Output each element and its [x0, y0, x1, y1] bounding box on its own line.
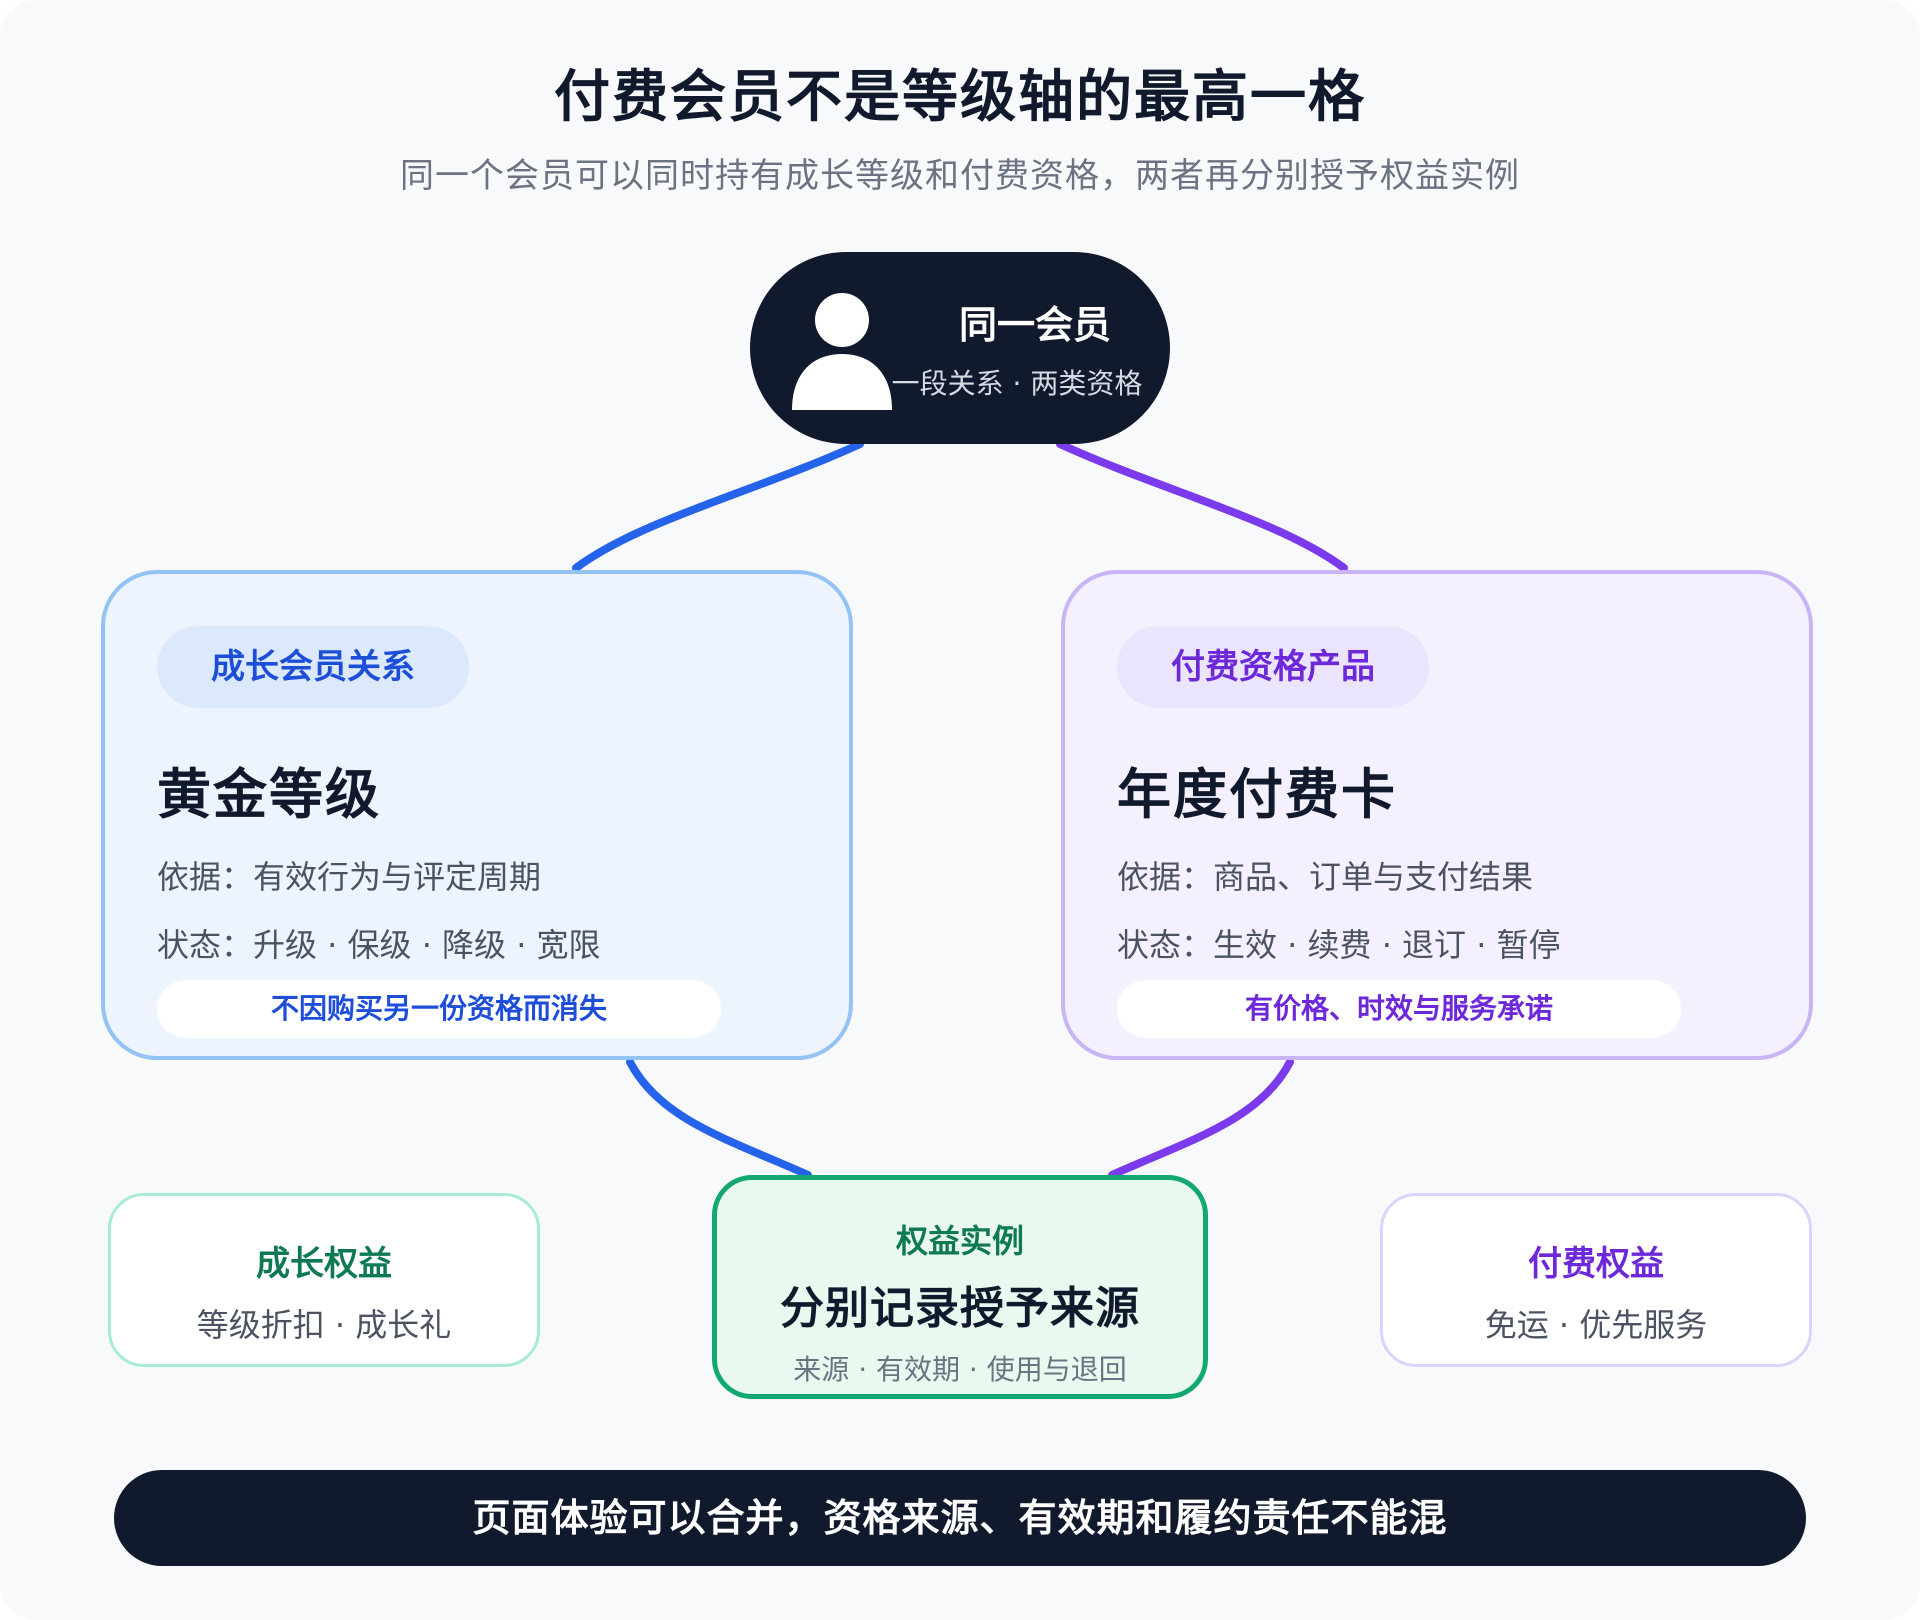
paid-card-note: 有价格、时效与服务承诺 — [1117, 980, 1681, 1038]
paid-benefits-items: 免运 · 优先服务 — [1484, 1306, 1708, 1344]
member-node: 同一会员 一段关系 · 两类资格 — [750, 252, 1170, 444]
member-subtitle: 一段关系 · 两类资格 — [891, 367, 1143, 400]
entitlement-tag: 权益实例 — [895, 1222, 1024, 1260]
growth-benefits-title: 成长权益 — [256, 1244, 392, 1284]
user-icon — [792, 293, 892, 410]
page-subtitle: 同一个会员可以同时持有成长等级和付费资格，两者再分别授予权益实例 — [400, 156, 1520, 196]
growth-card-note: 不因购买另一份资格而消失 — [157, 980, 721, 1038]
entitlement-title: 分别记录授予来源 — [780, 1283, 1140, 1334]
entitlement-subtitle: 来源 · 有效期 · 使用与退回 — [793, 1353, 1127, 1386]
connector-member-growth — [572, 440, 864, 572]
growth-card-title: 黄金等级 — [157, 763, 381, 826]
connector-growth-entitlement — [626, 1058, 812, 1179]
connector-paid-entitlement — [1108, 1058, 1294, 1179]
member-name: 同一会员 — [958, 303, 1111, 347]
growth-membership-card: 成长会员关系 黄金等级 依据：有效行为与评定周期 状态：升级 · 保级 · 降级… — [101, 570, 853, 1060]
paid-qualification-card: 付费资格产品 年度付费卡 依据：商品、订单与支付结果 状态：生效 · 续费 · … — [1061, 570, 1813, 1060]
growth-benefits-box: 成长权益 等级折扣 · 成长礼 — [108, 1193, 540, 1367]
paid-card-tag: 付费资格产品 — [1117, 626, 1429, 708]
paid-benefits-title: 付费权益 — [1528, 1244, 1664, 1284]
paid-card-basis: 依据：商品、订单与支付结果 — [1117, 858, 1534, 896]
growth-card-tag: 成长会员关系 — [157, 626, 469, 708]
growth-benefits-items: 等级折扣 · 成长礼 — [196, 1306, 452, 1344]
paid-benefits-box: 付费权益 免运 · 优先服务 — [1380, 1193, 1812, 1367]
footer-banner: 页面体验可以合并，资格来源、有效期和履约责任不能混 — [114, 1470, 1806, 1566]
entitlement-instance-box: 权益实例 分别记录授予来源 来源 · 有效期 · 使用与退回 — [712, 1175, 1208, 1399]
paid-card-status: 状态：生效 · 续费 · 退订 · 暂停 — [1117, 926, 1561, 964]
page-title: 付费会员不是等级轴的最高一格 — [554, 65, 1366, 130]
connector-member-paid — [1056, 440, 1348, 572]
paid-card-title: 年度付费卡 — [1117, 763, 1397, 826]
growth-card-basis: 依据：有效行为与评定周期 — [157, 858, 542, 896]
growth-card-status: 状态：升级 · 保级 · 降级 · 宽限 — [157, 926, 601, 964]
